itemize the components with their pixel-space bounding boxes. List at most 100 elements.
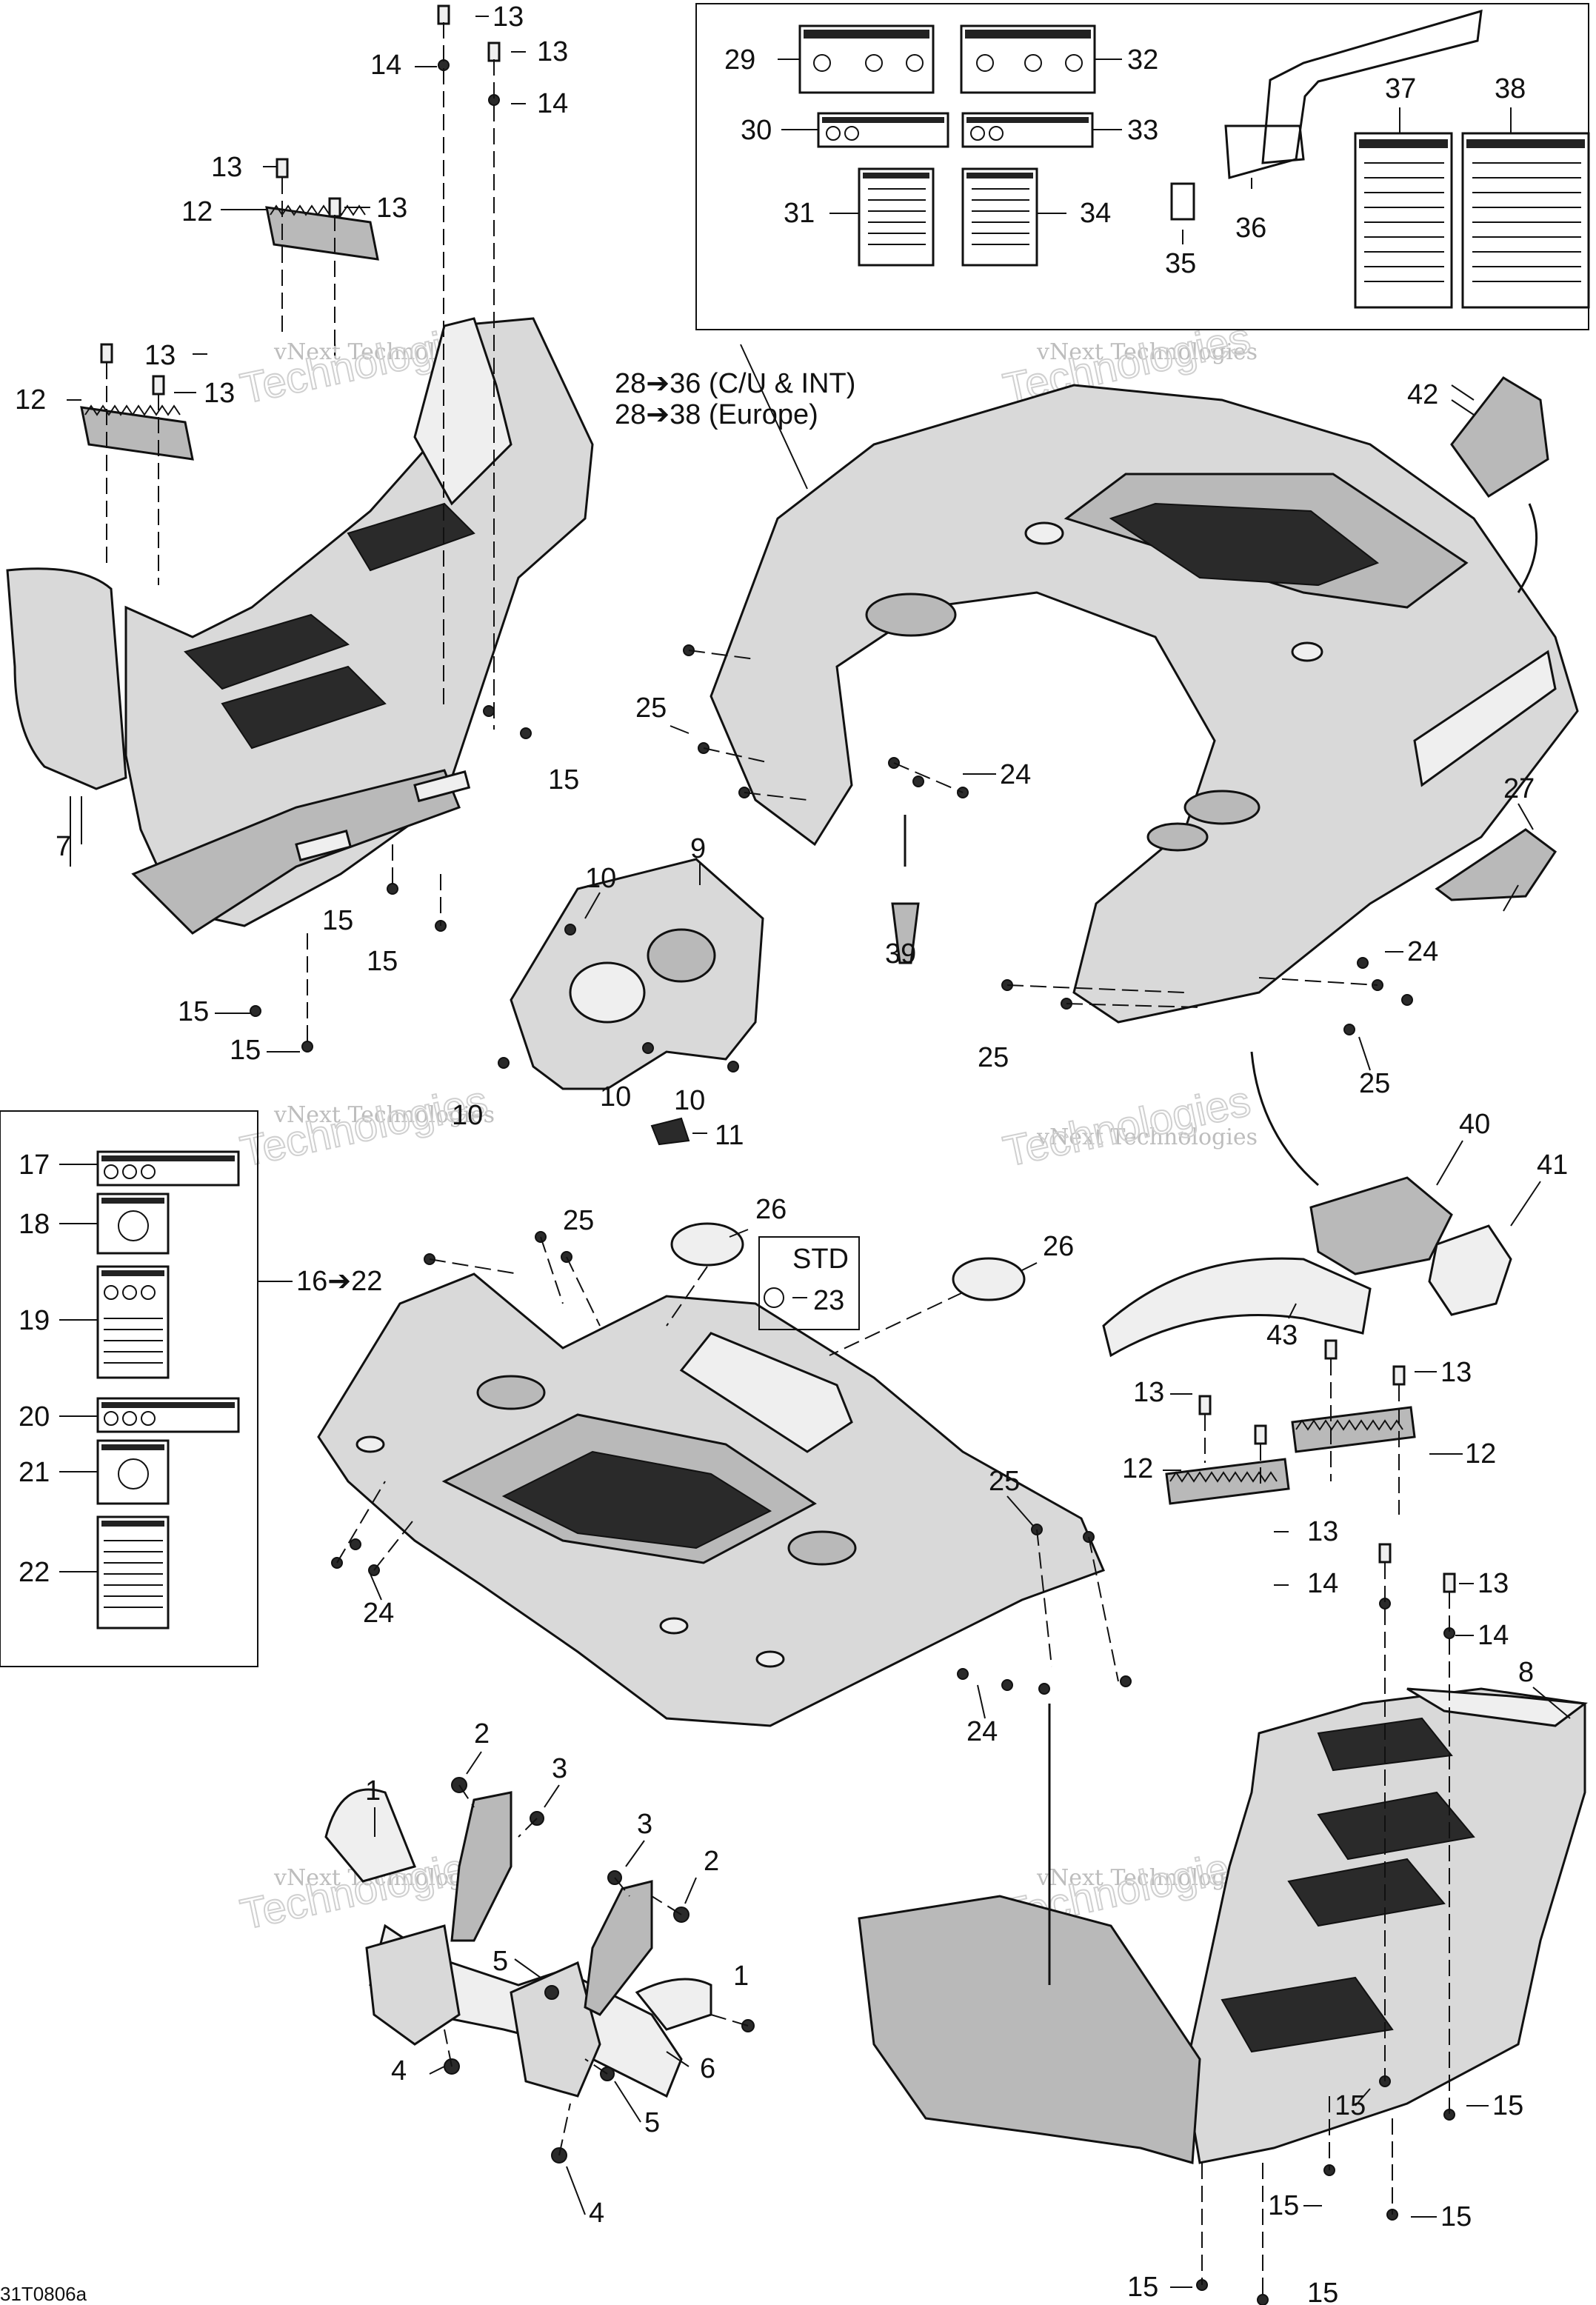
watermark-text: vNext Technologies [273, 1102, 495, 1128]
rear-insert-42 [1450, 376, 1549, 498]
bumper-plate-right [510, 1961, 601, 2098]
callout-30: 30 [741, 115, 772, 146]
callout-9: 9 [690, 833, 706, 864]
callout-13: 13 [204, 378, 235, 409]
callout-3: 3 [637, 1809, 652, 1840]
callout-33: 33 [1127, 115, 1158, 146]
decal-17 [96, 1150, 240, 1187]
callout-13: 13 [1440, 1357, 1472, 1388]
callout-5: 5 [644, 2107, 660, 2138]
callout-34: 34 [1080, 198, 1111, 229]
callout-25: 25 [978, 1042, 1009, 1073]
callouts: 13 14 13 14 13 12 13 13 12 13 15 7 15 15… [15, 1, 1571, 2305]
callout-37: 37 [1385, 73, 1416, 104]
rear-cover-27 [1435, 828, 1557, 901]
callout-42: 42 [1407, 379, 1438, 410]
callout-32: 32 [1127, 44, 1158, 76]
callout-10: 10 [452, 1100, 483, 1131]
callout-12: 12 [181, 196, 213, 227]
decal-22 [96, 1515, 170, 1629]
storage-lid-41 [1428, 1224, 1512, 1316]
front-fender-assembly [317, 1222, 1132, 1985]
callout-13: 13 [376, 193, 407, 224]
decal-33 [961, 112, 1094, 148]
decal-30 [817, 112, 949, 148]
bumper-bracket-left [450, 1791, 512, 1942]
front-decals-panel [0, 1110, 293, 1667]
callout-13: 13 [144, 340, 176, 371]
std-label: STD [792, 1244, 849, 1275]
callout-7: 7 [56, 831, 71, 862]
leader-lines [59, 1164, 293, 1572]
cap-26b [952, 1257, 1026, 1301]
right-footrest-assembly [858, 1339, 1588, 2305]
drawing-code: 31T0806a [0, 2283, 87, 2305]
callout-4: 4 [391, 2055, 407, 2086]
rear-decals-panel [695, 3, 1590, 330]
footpeg-plate-12d [1165, 1458, 1290, 1505]
decal-31 [858, 167, 935, 267]
callout-40: 40 [1459, 1109, 1490, 1140]
decal-36 [1224, 9, 1483, 179]
callout-31: 31 [784, 198, 815, 229]
callout-10: 10 [585, 863, 616, 894]
bumper-plate-left [365, 1924, 461, 2046]
callout-24: 24 [363, 1598, 394, 1629]
right-footpad [1317, 1791, 1475, 1861]
callout-13: 13 [1478, 1568, 1509, 1599]
clip-11 [650, 1117, 690, 1146]
callout-15: 15 [1127, 2272, 1158, 2303]
storage-bin-40 [1309, 1176, 1453, 1275]
callout-15: 15 [178, 996, 209, 1027]
callout-36: 36 [1235, 213, 1266, 244]
rear-fender-assembly [683, 344, 1579, 1358]
footpeg-plate-12c [1291, 1406, 1416, 1453]
callout-23: 23 [813, 1285, 844, 1316]
watermark-text: vNext Technologies [1036, 1124, 1258, 1150]
std-box [758, 1236, 860, 1330]
group-label-front-decals: 16➔22 [296, 1266, 382, 1297]
callout-13: 13 [211, 152, 242, 183]
decal-37 [1354, 132, 1453, 309]
cover-strip-43 [1102, 1257, 1372, 1358]
callout-22: 22 [19, 1557, 50, 1588]
leader-lines [778, 59, 1512, 244]
callout-15: 15 [322, 905, 353, 936]
callout-12: 12 [1465, 1438, 1496, 1470]
callout-15: 15 [548, 764, 579, 795]
callout-15: 15 [1268, 2190, 1299, 2221]
callout-38: 38 [1495, 73, 1526, 104]
callout-25: 25 [1359, 1068, 1390, 1099]
decal-38 [1461, 132, 1590, 309]
bumper-tube-left [324, 1788, 417, 1883]
callout-14: 14 [1307, 1568, 1338, 1599]
front-inner-panel-assembly [498, 858, 764, 1146]
watermark-text: vNext Technologies [1036, 339, 1258, 365]
callout-21: 21 [19, 1457, 50, 1488]
callout-14: 14 [1478, 1620, 1509, 1651]
callout-27: 27 [1503, 773, 1535, 804]
callout-3: 3 [552, 1753, 567, 1784]
callout-24: 24 [1000, 759, 1031, 790]
footpeg-plate-12b [265, 206, 379, 261]
decal-32 [960, 24, 1096, 94]
callout-14: 14 [537, 88, 568, 119]
decal-21 [96, 1439, 170, 1505]
callout-1: 1 [365, 1775, 381, 1807]
callout-39: 39 [885, 938, 916, 970]
right-mudflap [858, 1895, 1201, 2164]
decal-20 [96, 1397, 240, 1433]
callout-26: 26 [1043, 1231, 1074, 1262]
group-label-rear-na: 28➔36 (C/U & INT) [615, 368, 855, 399]
front-bumper-assembly [324, 1777, 755, 2164]
callout-13: 13 [1307, 1516, 1338, 1547]
callout-12: 12 [1122, 1453, 1153, 1484]
callout-35: 35 [1165, 248, 1196, 279]
watermark-outline: Technologies [999, 1077, 1255, 1176]
callout-17: 17 [19, 1150, 50, 1181]
callout-11: 11 [715, 1120, 744, 1151]
group-label-rear-eu: 28➔38 (Europe) [615, 399, 818, 430]
callout-5: 5 [493, 1946, 508, 1977]
callout-25: 25 [635, 693, 667, 724]
callout-2: 2 [704, 1846, 719, 1877]
